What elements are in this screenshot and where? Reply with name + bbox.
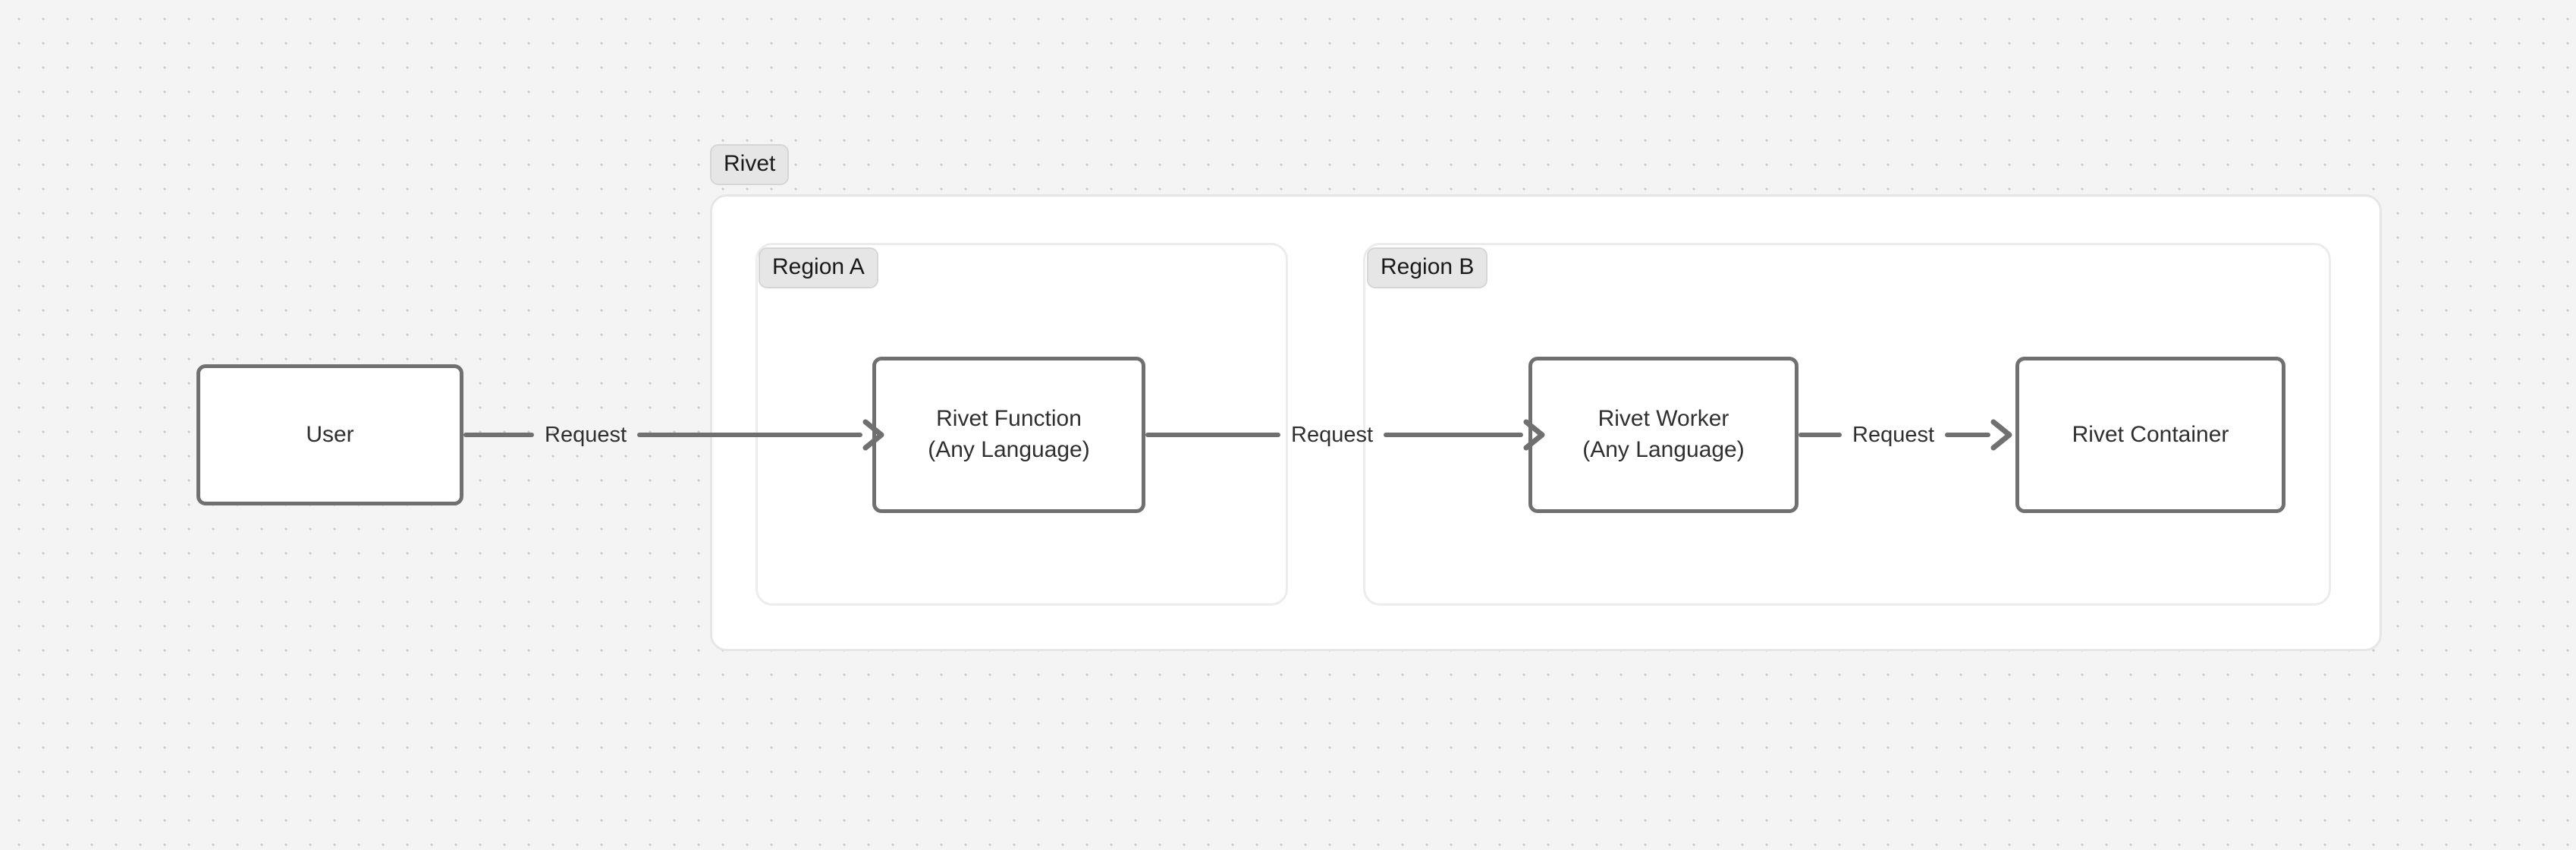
edge-label-request: Request — [545, 422, 627, 447]
node-user-label: User — [306, 421, 354, 447]
node-rivet-function-label: Rivet Function — [936, 406, 1082, 432]
group-label-rivet: Rivet — [710, 144, 790, 185]
node-rivet-function-sublabel: (Any Language) — [928, 437, 1090, 462]
node-user[interactable]: User — [196, 364, 463, 505]
node-rivet-container-label: Rivet Container — [2072, 421, 2229, 447]
node-rivet-worker[interactable]: Rivet Worker (Any Language) — [1528, 357, 1798, 513]
group-label-region-a: Region A — [759, 247, 878, 288]
edge-line-segment — [463, 433, 534, 437]
group-label-region-b: Region B — [1367, 247, 1488, 288]
node-rivet-container[interactable]: Rivet Container — [2015, 357, 2285, 513]
node-rivet-function[interactable]: Rivet Function (Any Language) — [872, 357, 1145, 513]
node-rivet-worker-label: Rivet Worker — [1597, 406, 1729, 432]
node-rivet-worker-sublabel: (Any Language) — [1582, 437, 1745, 462]
